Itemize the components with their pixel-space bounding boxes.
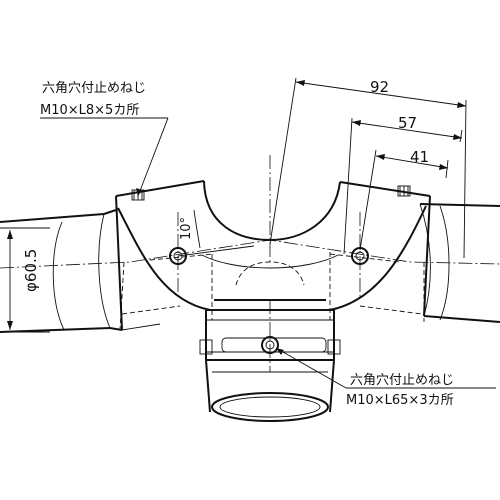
- center-lines: [0, 155, 500, 372]
- right-clamp-body: [269, 181, 431, 322]
- dimension-41: [359, 149, 449, 251]
- callout-bottom-line1: 六角穴付止めねじ: [350, 373, 454, 388]
- dimension-diameter-label: φ60.5: [22, 249, 40, 292]
- dimension-41-label: 41: [410, 148, 429, 166]
- dimension-diameter: [0, 227, 50, 333]
- left-pipe: [0, 213, 111, 333]
- dimension-angle: [177, 209, 255, 257]
- dimension-92: [269, 77, 467, 259]
- dimension-57-label: 57: [398, 114, 417, 132]
- callout-top-line2: M10×L8×5カ所: [40, 103, 139, 118]
- dimension-angle-label: 10°: [179, 217, 194, 240]
- set-screw-top-right: [397, 185, 411, 197]
- leader-top: [40, 117, 169, 197]
- leader-bottom: [275, 347, 496, 389]
- callout-bottom-line2: M10×L65×3カ所: [346, 393, 454, 408]
- dimension-92-label: 92: [370, 78, 389, 96]
- left-clamp-body: [103, 180, 271, 331]
- callout-top-line1: 六角穴付止めねじ: [42, 81, 146, 96]
- dimension-57: [343, 117, 463, 255]
- right-pipe: [419, 203, 500, 323]
